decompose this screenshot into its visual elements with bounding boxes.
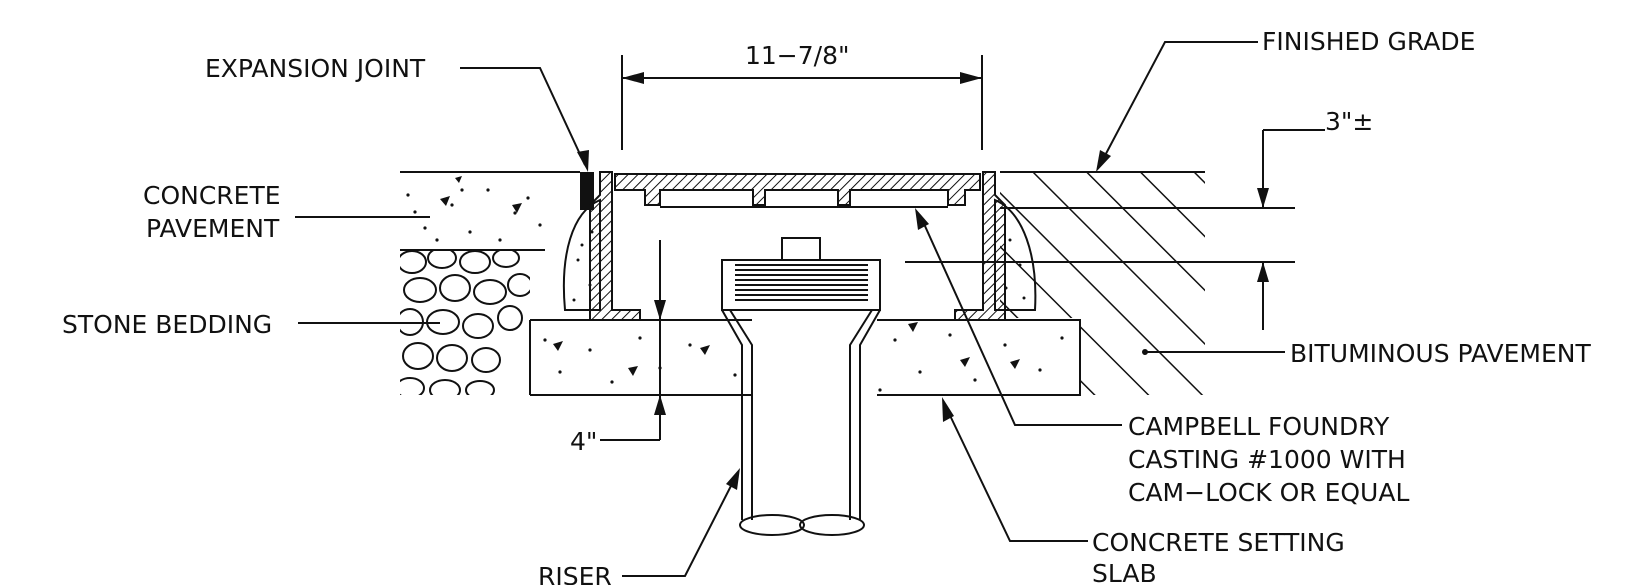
concrete-pavement-label-line2: PAVEMENT — [146, 214, 280, 243]
callout-bituminous-pavement: BITUMINOUS PAVEMENT — [1142, 339, 1591, 368]
setting-slab-label-line1: CONCRETE SETTING — [1092, 528, 1345, 557]
bituminous-pavement-label: BITUMINOUS PAVEMENT — [1290, 339, 1591, 368]
expansion-joint-filler — [580, 172, 594, 210]
casting-frame — [589, 171, 1006, 321]
finished-grade-label: FINISHED GRADE — [1262, 27, 1475, 56]
bituminous-pavement — [1000, 171, 1205, 395]
dimension-depth-label: 3"± — [1325, 107, 1373, 136]
dimension-width-label: 11−7/8" — [745, 41, 850, 70]
dimension-slab: 4" — [570, 240, 666, 456]
casting-lid — [614, 173, 981, 208]
dimension-depth: 3"± — [905, 107, 1373, 330]
concrete-aggregate-dots — [406, 176, 542, 242]
callout-riser: RISER — [538, 468, 740, 585]
callout-stone-bedding: STONE BEDDING — [62, 310, 440, 339]
riser-label: RISER — [538, 562, 612, 585]
riser-threads — [735, 264, 868, 301]
expansion-joint-label: EXPANSION JOINT — [205, 54, 426, 83]
stone-bedding-label: STONE BEDDING — [62, 310, 272, 339]
casting-label-line2: CASTING #1000 WITH — [1128, 445, 1406, 474]
dimension-width: 11−7/8" — [621, 41, 983, 150]
casting-label-line1: CAMPBELL FOUNDRY — [1128, 412, 1390, 441]
callout-expansion-joint: EXPANSION JOINT — [205, 54, 589, 172]
callout-casting: CAMPBELL FOUNDRY CASTING #1000 WITH CAM−… — [915, 208, 1409, 507]
concrete-pavement-label-line1: CONCRETE — [143, 181, 281, 210]
callout-setting-slab: CONCRETE SETTING SLAB — [942, 397, 1345, 585]
riser-pipe — [721, 237, 881, 536]
callout-concrete-pavement: CONCRETE PAVEMENT — [143, 181, 430, 243]
callout-finished-grade: FINISHED GRADE — [1096, 27, 1475, 172]
concrete-setting-slab — [529, 319, 1081, 396]
slab-aggregate-dots — [543, 322, 1064, 392]
concrete-pavement — [400, 171, 580, 251]
dimension-slab-label: 4" — [570, 427, 597, 456]
setting-slab-label-line2: SLAB — [1092, 559, 1157, 585]
casting-label-line3: CAM−LOCK OR EQUAL — [1128, 478, 1409, 507]
